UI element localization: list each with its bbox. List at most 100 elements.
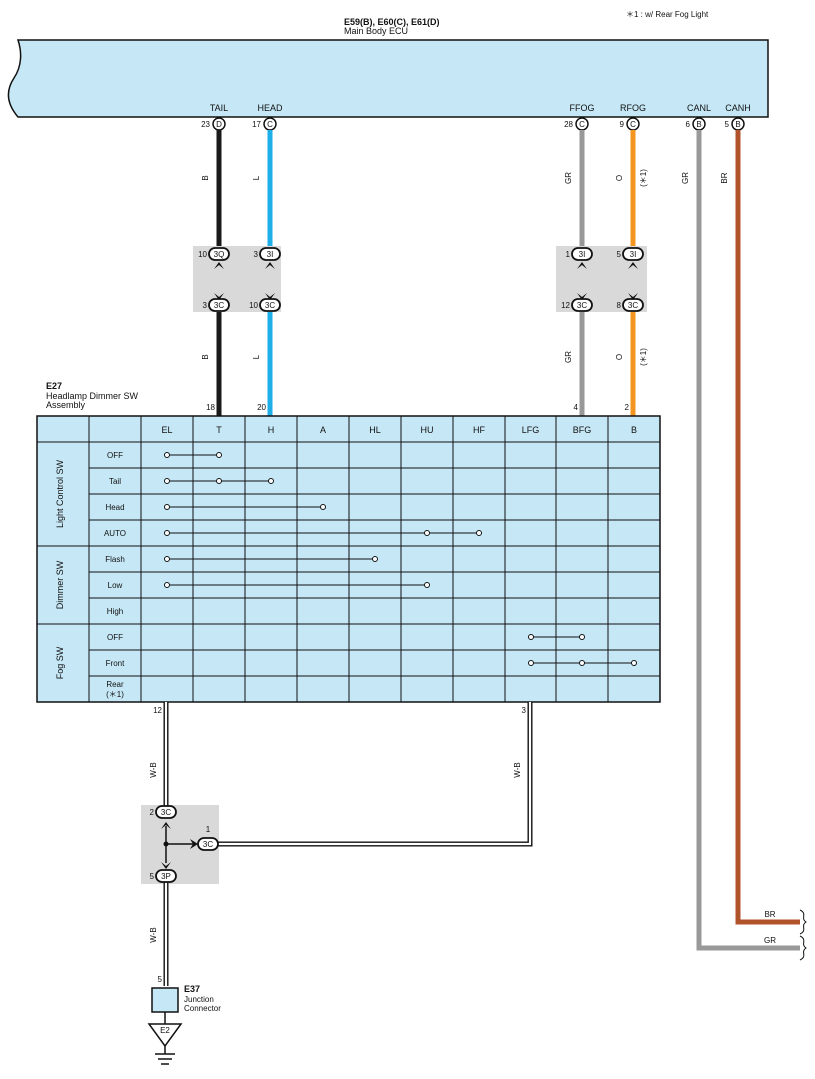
arrow-up — [214, 262, 224, 269]
ecu-pin-number: 5 — [725, 120, 730, 129]
switch-top-pin: 4 — [574, 403, 579, 412]
ecu-pin-conn-label: C — [630, 120, 636, 129]
junction-bot-num: 12 — [561, 301, 570, 310]
continuity-node — [164, 582, 170, 588]
wire-code: L — [252, 175, 261, 180]
wire-code: GR — [681, 172, 690, 184]
group-label: Fog SW — [55, 646, 65, 679]
junction-top-label: 3I — [630, 250, 637, 259]
switch-top-pin: 18 — [206, 403, 215, 412]
jc-pin: 5 — [158, 975, 163, 984]
gj-top-label: 3C — [161, 808, 171, 817]
row-label: Low — [108, 581, 123, 590]
group-label: Light Control SW — [55, 459, 65, 528]
gj-side-num: 1 — [206, 825, 211, 834]
continuity-node — [164, 556, 170, 562]
column-header: A — [320, 425, 326, 435]
continuity-node — [528, 634, 534, 640]
ecu-box — [7, 39, 769, 118]
switch-top-pin: 20 — [257, 403, 266, 412]
row-label: OFF — [107, 633, 123, 642]
jc-box — [151, 987, 179, 1013]
ecu-pin-name: TAIL — [210, 103, 228, 113]
gj-node — [163, 841, 169, 847]
junction-top-label: 3I — [579, 250, 586, 259]
column-header: H — [268, 425, 275, 435]
switch-name-line2: Assembly — [46, 400, 86, 410]
ecu-pin-number: 28 — [564, 120, 573, 129]
junction-bot-label: 3C — [265, 301, 275, 310]
row-label: Rear — [106, 680, 124, 689]
jc-line1: Junction — [184, 995, 214, 1004]
junction-top-num: 10 — [198, 250, 207, 259]
row-label: Front — [106, 659, 125, 668]
arrow-up — [265, 262, 275, 269]
junction-bot-pill — [259, 298, 281, 312]
ground-triangle — [147, 1023, 183, 1048]
continuity-node — [164, 452, 170, 458]
ecu-pin-name: HEAD — [257, 103, 283, 113]
ecu-pin-number: 6 — [686, 120, 691, 129]
wire-note: (＊1) — [639, 169, 648, 187]
junction-top-pill — [208, 247, 230, 261]
arrow-up — [161, 822, 171, 829]
junction-bot-pill — [208, 298, 230, 312]
can-out-label: GR — [764, 936, 776, 945]
row-label: High — [107, 607, 123, 616]
column-header: HL — [369, 425, 381, 435]
wire-code: B — [201, 354, 210, 359]
wire-code-wb: W-B — [513, 762, 522, 777]
junction-bot-label: 3C — [214, 301, 224, 310]
continuity-node — [164, 530, 170, 536]
ecu-pin-conn-label: B — [735, 120, 740, 129]
gj-bot-num: 5 — [150, 872, 155, 881]
continuity-node — [579, 634, 585, 640]
wire-code: L — [252, 354, 261, 359]
wire-note: (＊1) — [639, 348, 648, 366]
ecu-pin-conn-label: B — [696, 120, 701, 129]
junction-top-pill — [622, 247, 644, 261]
junction-top-num: 3 — [254, 250, 259, 259]
continuity-node — [579, 660, 585, 666]
continuity-node — [424, 582, 430, 588]
column-header: T — [216, 425, 222, 435]
switch-connector: E27 — [46, 381, 62, 391]
column-header: BFG — [573, 425, 592, 435]
continuity-node — [528, 660, 534, 666]
gj-side-pill — [197, 837, 219, 851]
junction-bot-num: 10 — [249, 301, 258, 310]
wire-canl — [696, 130, 800, 951]
gj-top-num: 2 — [150, 808, 155, 817]
gj-bot-pill — [155, 869, 177, 883]
row-label: AUTO — [104, 529, 126, 538]
junction-top-label: 3Q — [214, 250, 225, 259]
row-note: (＊1) — [106, 690, 124, 699]
column-header: HU — [421, 425, 434, 435]
ecu-pin-conn-label: C — [267, 120, 273, 129]
wire-code: GR — [564, 172, 573, 184]
row-label: Head — [105, 503, 124, 512]
row-label: Tail — [109, 477, 121, 486]
ecu-pin-name: CANH — [725, 103, 751, 113]
wire-code: BR — [720, 172, 729, 183]
wire-canh — [735, 130, 800, 925]
wire-code-wb: W-B — [149, 927, 158, 942]
wire-wb-right-outer — [218, 702, 533, 847]
ecu-pin-number: 9 — [620, 120, 625, 129]
continuity-node — [164, 504, 170, 510]
arrow-down — [161, 862, 171, 869]
continuity-node — [320, 504, 326, 510]
junction-bot-pill — [622, 298, 644, 312]
column-header: B — [631, 425, 637, 435]
junction-bot-num: 8 — [617, 301, 622, 310]
continuity-node — [372, 556, 378, 562]
continuity-node — [631, 660, 637, 666]
switch-bottom-pin: 3 — [522, 706, 527, 715]
ecu-connectors: E59(B), E60(C), E61(D) — [344, 17, 440, 27]
jc-connector: E37 — [184, 984, 200, 994]
